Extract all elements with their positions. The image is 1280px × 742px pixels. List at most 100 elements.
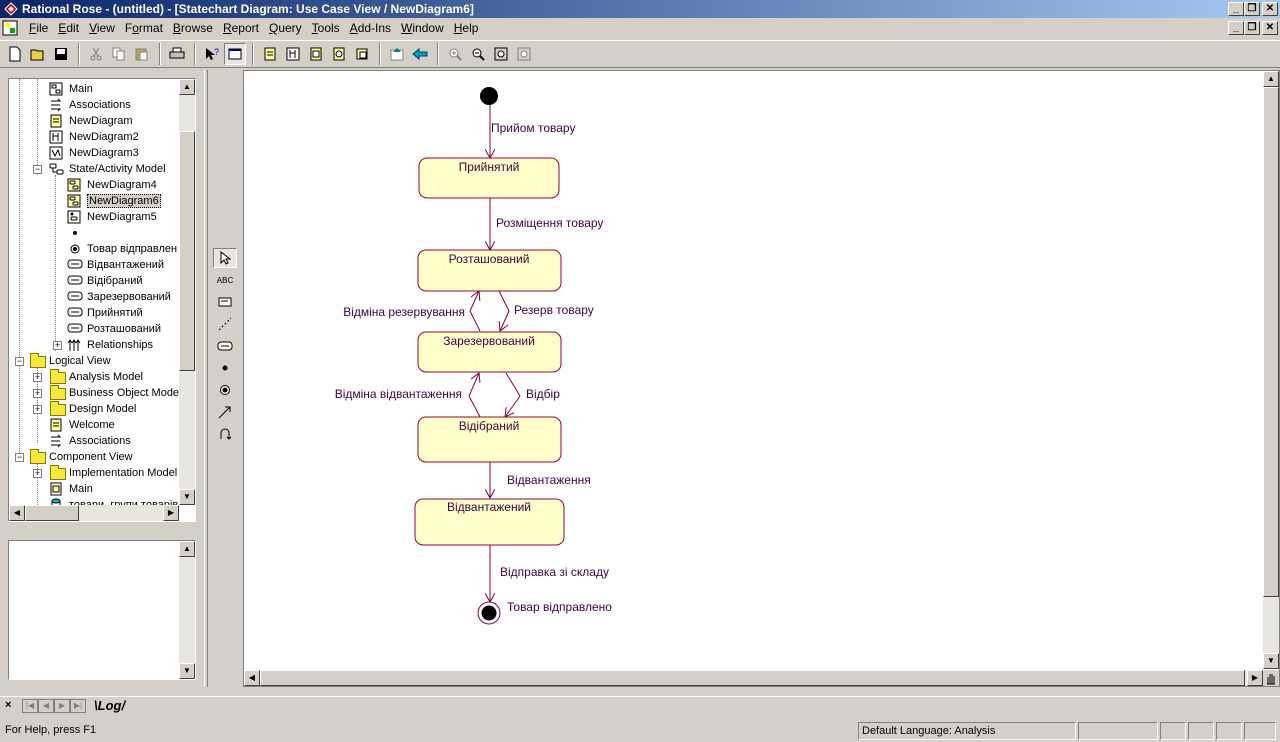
state-box[interactable] <box>418 157 560 199</box>
tree-item-state[interactable]: Відібраний <box>67 273 143 289</box>
state-box[interactable] <box>417 249 562 292</box>
documentation-panel[interactable]: ▲ ▼ <box>8 540 196 680</box>
menu-window[interactable]: Window <box>401 21 444 35</box>
restore-button[interactable]: ❐ <box>1244 2 1260 16</box>
tree-item-state[interactable]: Розташований <box>67 321 161 337</box>
menu-help[interactable]: Help <box>453 21 479 35</box>
transition-arrow[interactable] <box>468 373 480 418</box>
transition-to-self-tool-icon[interactable] <box>213 424 237 444</box>
tree-item-state-activity-model[interactable]: State/Activity Model <box>49 161 166 177</box>
state-tool-icon[interactable] <box>213 336 237 356</box>
transition-label[interactable]: Відправка зі складу <box>500 565 609 579</box>
menu-view[interactable]: View <box>89 21 115 35</box>
note-tool-icon[interactable] <box>213 292 237 312</box>
expand-expander[interactable]: + <box>33 468 42 478</box>
transition-label[interactable]: Відміна відвантаження <box>335 387 462 401</box>
canvas-horizontal-scrollbar[interactable]: ◀ ▶ <box>244 670 1263 686</box>
transition-label[interactable]: Розміщення товару <box>496 216 603 230</box>
menu-edit[interactable]: Edit <box>58 21 80 35</box>
paste-icon[interactable] <box>131 43 153 65</box>
menu-file[interactable]: File <box>29 21 49 35</box>
log-tab-first-icon[interactable]: |◀ <box>22 699 38 713</box>
scroll-thumb[interactable] <box>179 131 195 371</box>
view-documentation-icon[interactable] <box>224 43 246 65</box>
doc-restore-button[interactable]: ❐ <box>1244 21 1260 35</box>
diagram-canvas[interactable]: Прийнятий Розташований Зарезервований Ві… <box>243 70 1280 687</box>
collapse-expander[interactable]: − <box>15 452 24 462</box>
tree-item-state[interactable]: Зарезервований <box>67 289 171 305</box>
cut-icon[interactable] <box>85 43 107 65</box>
tree-item-newdiagram5[interactable]: NewDiagram5 <box>67 209 157 225</box>
print-icon[interactable] <box>166 43 188 65</box>
menu-tools[interactable]: Tools <box>311 21 340 35</box>
scroll-down-button[interactable]: ▼ <box>179 489 195 505</box>
final-state-label[interactable]: Товар відправлено <box>507 600 612 614</box>
expand-expander[interactable]: + <box>33 404 42 414</box>
pan-hand-icon[interactable] <box>1263 670 1279 686</box>
state-transition-tool-icon[interactable] <box>213 402 237 422</box>
collapse-expander[interactable]: − <box>15 356 24 366</box>
scroll-up-button[interactable]: ▲ <box>179 79 195 95</box>
menu-format[interactable]: Format <box>124 21 163 35</box>
copy-icon[interactable] <box>108 43 130 65</box>
browse-deployment-diagram-icon[interactable] <box>328 43 350 65</box>
tree-item-business-object-model[interactable]: Business Object Model <box>49 385 182 401</box>
tree-item-welcome[interactable]: Welcome <box>49 417 115 433</box>
tree-item-component-view[interactable]: Component View <box>29 449 133 465</box>
transition-arrow[interactable] <box>505 372 521 417</box>
transition-label[interactable]: Відвантаження <box>507 473 591 487</box>
transition-label[interactable]: Резерв товару <box>514 303 594 317</box>
scroll-left-button[interactable]: ◀ <box>9 505 25 521</box>
tree-item-relationships[interactable]: Relationships <box>67 337 153 353</box>
anchor-note-tool-icon[interactable] <box>213 314 237 334</box>
tree-item-newdiagram6[interactable]: NewDiagram6 <box>67 193 161 209</box>
scroll-right-button[interactable]: ▶ <box>163 505 179 521</box>
tree-item-newdiagram[interactable]: NewDiagram <box>49 113 133 129</box>
new-icon[interactable] <box>4 43 26 65</box>
selection-tool-icon[interactable] <box>213 248 237 268</box>
tree-item-newdiagram4[interactable]: NewDiagram4 <box>67 177 157 193</box>
end-state-tool-icon[interactable] <box>213 380 237 400</box>
expand-expander[interactable]: + <box>53 340 62 350</box>
tree-item-logical-view[interactable]: Logical View <box>29 353 111 369</box>
scroll-thumb[interactable] <box>260 670 1245 686</box>
menu-add-ins[interactable]: Add-Ins <box>349 21 392 35</box>
scroll-left-button[interactable]: ◀ <box>244 670 260 686</box>
state-box[interactable] <box>417 331 562 373</box>
log-tab-prev-icon[interactable]: ◀ <box>38 699 54 713</box>
state-box[interactable] <box>414 498 565 546</box>
tree-item-start-state[interactable] <box>67 225 87 241</box>
zoom-in-icon[interactable] <box>444 43 466 65</box>
browse-component-diagram-icon[interactable] <box>305 43 327 65</box>
panel-splitter[interactable] <box>204 70 208 687</box>
log-close-icon[interactable]: × <box>5 699 12 711</box>
context-help-icon[interactable]: ? <box>201 43 223 65</box>
start-state-tool-icon[interactable] <box>213 358 237 378</box>
log-tab-next-icon[interactable]: ▶ <box>54 699 70 713</box>
tree-item-main[interactable]: Main <box>49 81 93 97</box>
scroll-thumb[interactable] <box>1263 87 1279 597</box>
tree-item-state[interactable]: Відвантажений <box>67 257 164 273</box>
close-button[interactable]: ✕ <box>1262 2 1278 16</box>
tree-item-associations[interactable]: Associations <box>49 433 131 449</box>
tree-item-end-state[interactable]: Товар відправлен <box>67 241 177 257</box>
expand-expander[interactable]: + <box>33 372 42 382</box>
browser-horizontal-scrollbar[interactable]: ◀ ▶ <box>9 505 179 521</box>
browser-vertical-scrollbar[interactable]: ▲ ▼ <box>179 79 195 505</box>
transition-arrow[interactable] <box>498 290 510 331</box>
scroll-up-button[interactable]: ▲ <box>1263 71 1279 87</box>
transition-label[interactable]: Відміна резервування <box>343 305 465 319</box>
tree-item-newdiagram2[interactable]: NewDiagram2 <box>49 129 139 145</box>
canvas-vertical-scrollbar[interactable]: ▲ ▼ <box>1263 71 1279 669</box>
menu-report[interactable]: Report <box>222 21 259 35</box>
transition-label[interactable]: Відбір <box>526 387 560 401</box>
scroll-down-button[interactable]: ▼ <box>179 663 195 679</box>
log-tab[interactable]: \Log/ <box>94 698 126 713</box>
browse-previous-icon[interactable] <box>386 43 408 65</box>
state-box[interactable] <box>417 416 562 463</box>
transition-arrow[interactable] <box>469 291 481 332</box>
scroll-up-button[interactable]: ▲ <box>179 541 195 557</box>
browse-parent-icon[interactable] <box>351 43 373 65</box>
undo-fit-icon[interactable] <box>513 43 535 65</box>
browser-tree[interactable]: Main Associations NewDiagram NewDiagram2… <box>8 78 196 522</box>
